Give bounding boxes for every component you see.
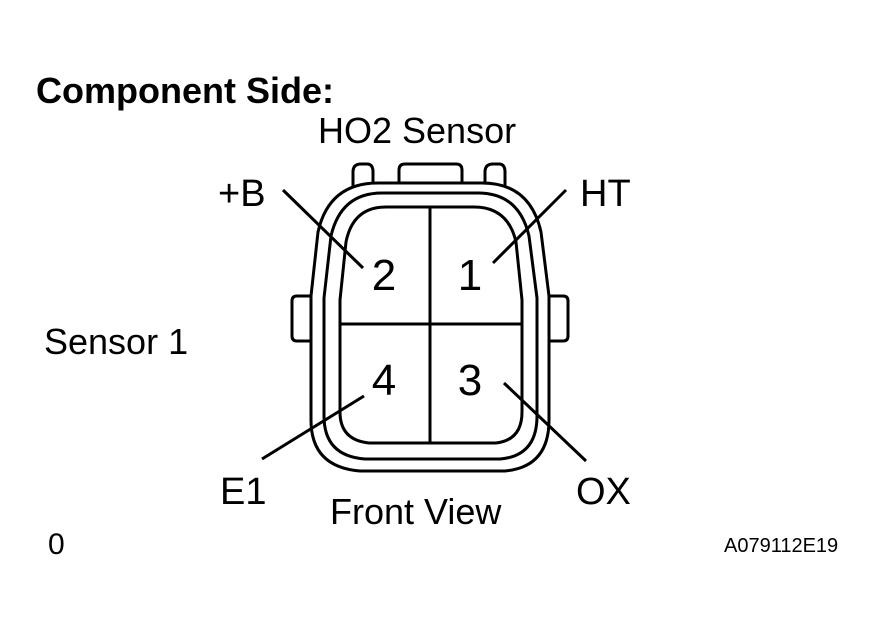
pin-label-ox: OX (576, 471, 631, 513)
connector-title: HO2 Sensor (318, 110, 517, 151)
pin-number-2: 2 (372, 251, 396, 300)
leader-line-e1 (261, 394, 365, 461)
leader-line-plus-b (281, 188, 365, 270)
footer-left-text: 0 (48, 528, 65, 561)
pin-label-ht: HT (580, 173, 631, 215)
view-label: Front View (330, 491, 502, 532)
connector-housing-middle (322, 191, 539, 461)
right-side-tab (549, 294, 570, 343)
pin-number-3: 3 (458, 356, 482, 405)
pin-label-e1: E1 (220, 471, 267, 513)
pin-number-1: 1 (458, 251, 482, 300)
left-side-tab (290, 294, 311, 343)
figure-id: A079112E19 (724, 535, 839, 557)
pin-number-4: 4 (372, 356, 396, 405)
sensor-label: Sensor 1 (44, 321, 189, 362)
pin-label-plus-b: +B (218, 173, 266, 215)
leader-line-ox (502, 381, 588, 463)
connector-cavity (338, 205, 524, 445)
component-side-heading: Component Side: (36, 70, 334, 111)
leader-line-ht (491, 188, 568, 265)
